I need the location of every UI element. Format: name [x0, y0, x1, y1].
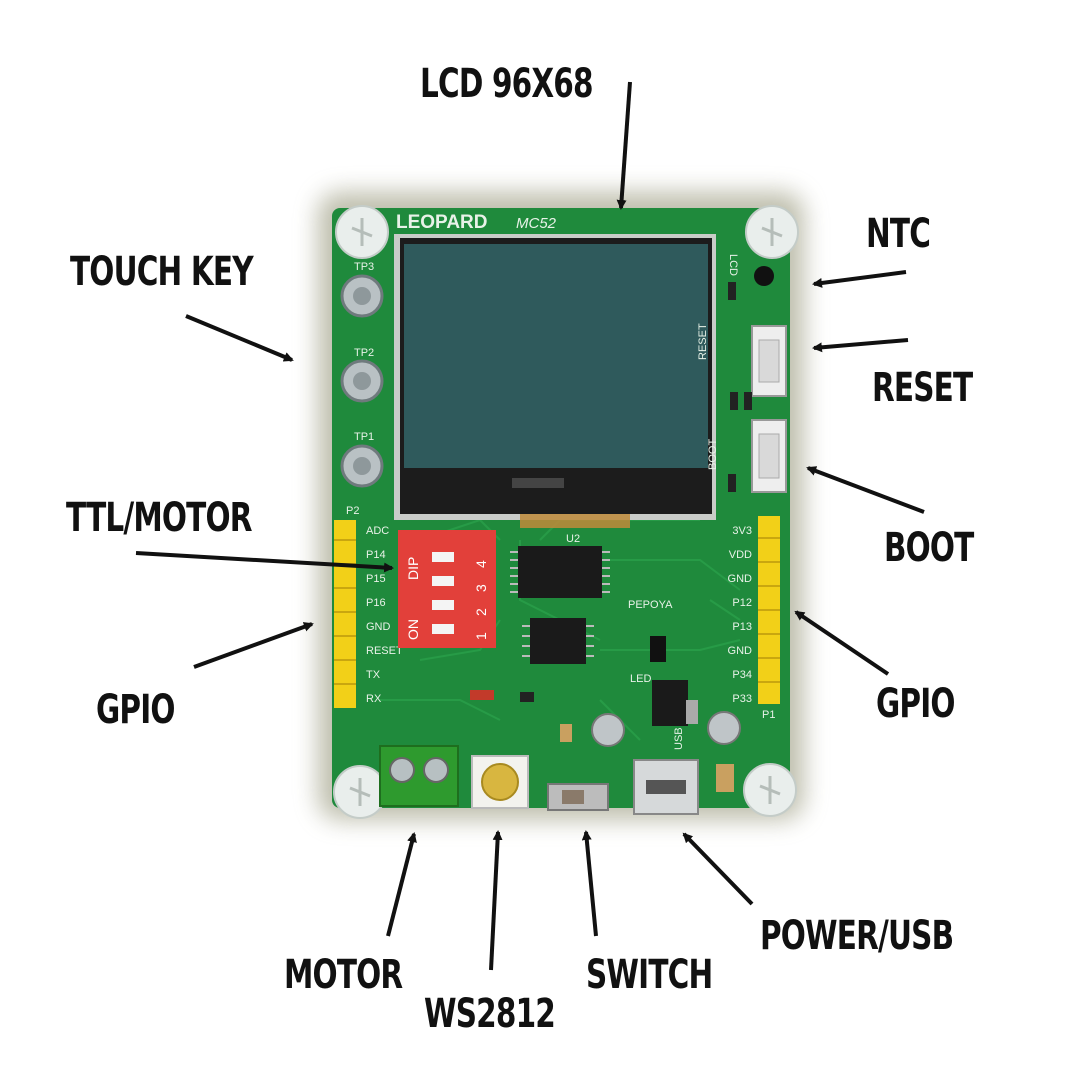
ws2812-led: [471, 755, 529, 809]
label-power-usb: POWER/USB: [760, 913, 954, 959]
pin-right-2: GND: [728, 573, 753, 585]
silk-u2: U2: [566, 533, 580, 545]
label-ntc: NTC: [866, 211, 931, 257]
touch-pads: [340, 274, 384, 488]
dip-label: DIP: [405, 557, 421, 580]
dip-switch: [398, 530, 496, 648]
pin-left-1: P14: [366, 549, 386, 561]
dip-number-4: 4: [473, 560, 489, 568]
reset-button-part: [751, 325, 787, 397]
arrow-gpio-left: [193, 622, 314, 669]
usb-connector: [633, 759, 699, 815]
dip-on-label: ON: [405, 619, 421, 640]
model-text: MC52: [516, 215, 557, 232]
pin-left-7: RX: [366, 693, 382, 705]
mcu-chip: [510, 546, 610, 598]
pin-right-1: VDD: [729, 549, 752, 561]
silk-led: LED: [630, 673, 651, 685]
arrow-switch: [581, 830, 598, 937]
slide-switch: [547, 783, 609, 811]
pin-left-4: GND: [366, 621, 391, 633]
arrow-ws2812: [489, 830, 503, 971]
left-header: [334, 520, 356, 708]
arrow-touch-key: [185, 314, 294, 362]
mounting-posts: [333, 205, 799, 819]
label-gpio-left: GPIO: [96, 687, 175, 733]
silk-pepoya: PEPOYA: [628, 599, 673, 611]
silk-reset: RESET: [697, 323, 709, 360]
pin-left-2: P15: [366, 573, 386, 585]
arrow-power-usb: [682, 832, 754, 906]
pin-right-0: 3V3: [732, 525, 752, 537]
label-ttl-motor: TTL/MOTOR: [66, 495, 252, 541]
pin-right-7: P33: [732, 693, 752, 705]
ntc-sensor: [754, 266, 774, 286]
motor-terminal: [379, 745, 459, 807]
pin-right-5: GND: [728, 645, 753, 657]
silk-tp1: TP1: [354, 431, 374, 443]
pin-left-3: P16: [366, 597, 386, 609]
brand-text: LEOPARD: [396, 212, 487, 233]
arrow-gpio-right: [794, 610, 890, 676]
label-gpio-right: GPIO: [876, 681, 955, 727]
pin-left-6: TX: [366, 669, 381, 681]
label-touch-key: TOUCH KEY: [70, 249, 254, 295]
arrow-lcd: [616, 81, 632, 210]
arrow-ttl-motor: [135, 551, 394, 573]
smd-parts-right: [728, 282, 752, 492]
dip-number-2: 2: [473, 608, 489, 616]
right-header-pins: [758, 537, 780, 683]
boot-button-part: [751, 419, 787, 493]
pin-right-4: P13: [732, 621, 752, 633]
silk-boot: BOOT: [707, 439, 719, 470]
arrow-motor: [386, 832, 417, 937]
label-reset: RESET: [872, 365, 973, 411]
pin-right-6: P34: [732, 669, 752, 681]
dip-number-1: 1: [473, 632, 489, 640]
label-boot: BOOT: [884, 525, 974, 571]
silk-lcd: LCD: [727, 254, 739, 276]
silk-p1: P1: [762, 709, 775, 721]
lcd-display: [394, 234, 716, 528]
arrow-reset: [812, 338, 909, 353]
label-motor: MOTOR: [284, 952, 403, 998]
silk-tp2: TP2: [354, 347, 374, 359]
arrow-ntc: [812, 270, 907, 288]
pin-left-0: ADC: [366, 525, 389, 537]
pin-left-5: RESET: [366, 645, 403, 657]
smd-components: [470, 636, 741, 792]
silk-p2: P2: [346, 505, 359, 517]
dip-number-3: 3: [473, 584, 489, 592]
silk-usb: USB: [673, 727, 685, 750]
pin-right-3: P12: [732, 597, 752, 609]
label-lcd: LCD 96X68: [420, 61, 594, 107]
callout-arrows: [135, 81, 925, 971]
label-switch: SWITCH: [586, 952, 713, 998]
driver-chip: [522, 618, 594, 664]
arrow-boot: [806, 466, 925, 514]
label-ws2812: WS2812: [424, 991, 556, 1037]
silk-tp3: TP3: [354, 261, 374, 273]
